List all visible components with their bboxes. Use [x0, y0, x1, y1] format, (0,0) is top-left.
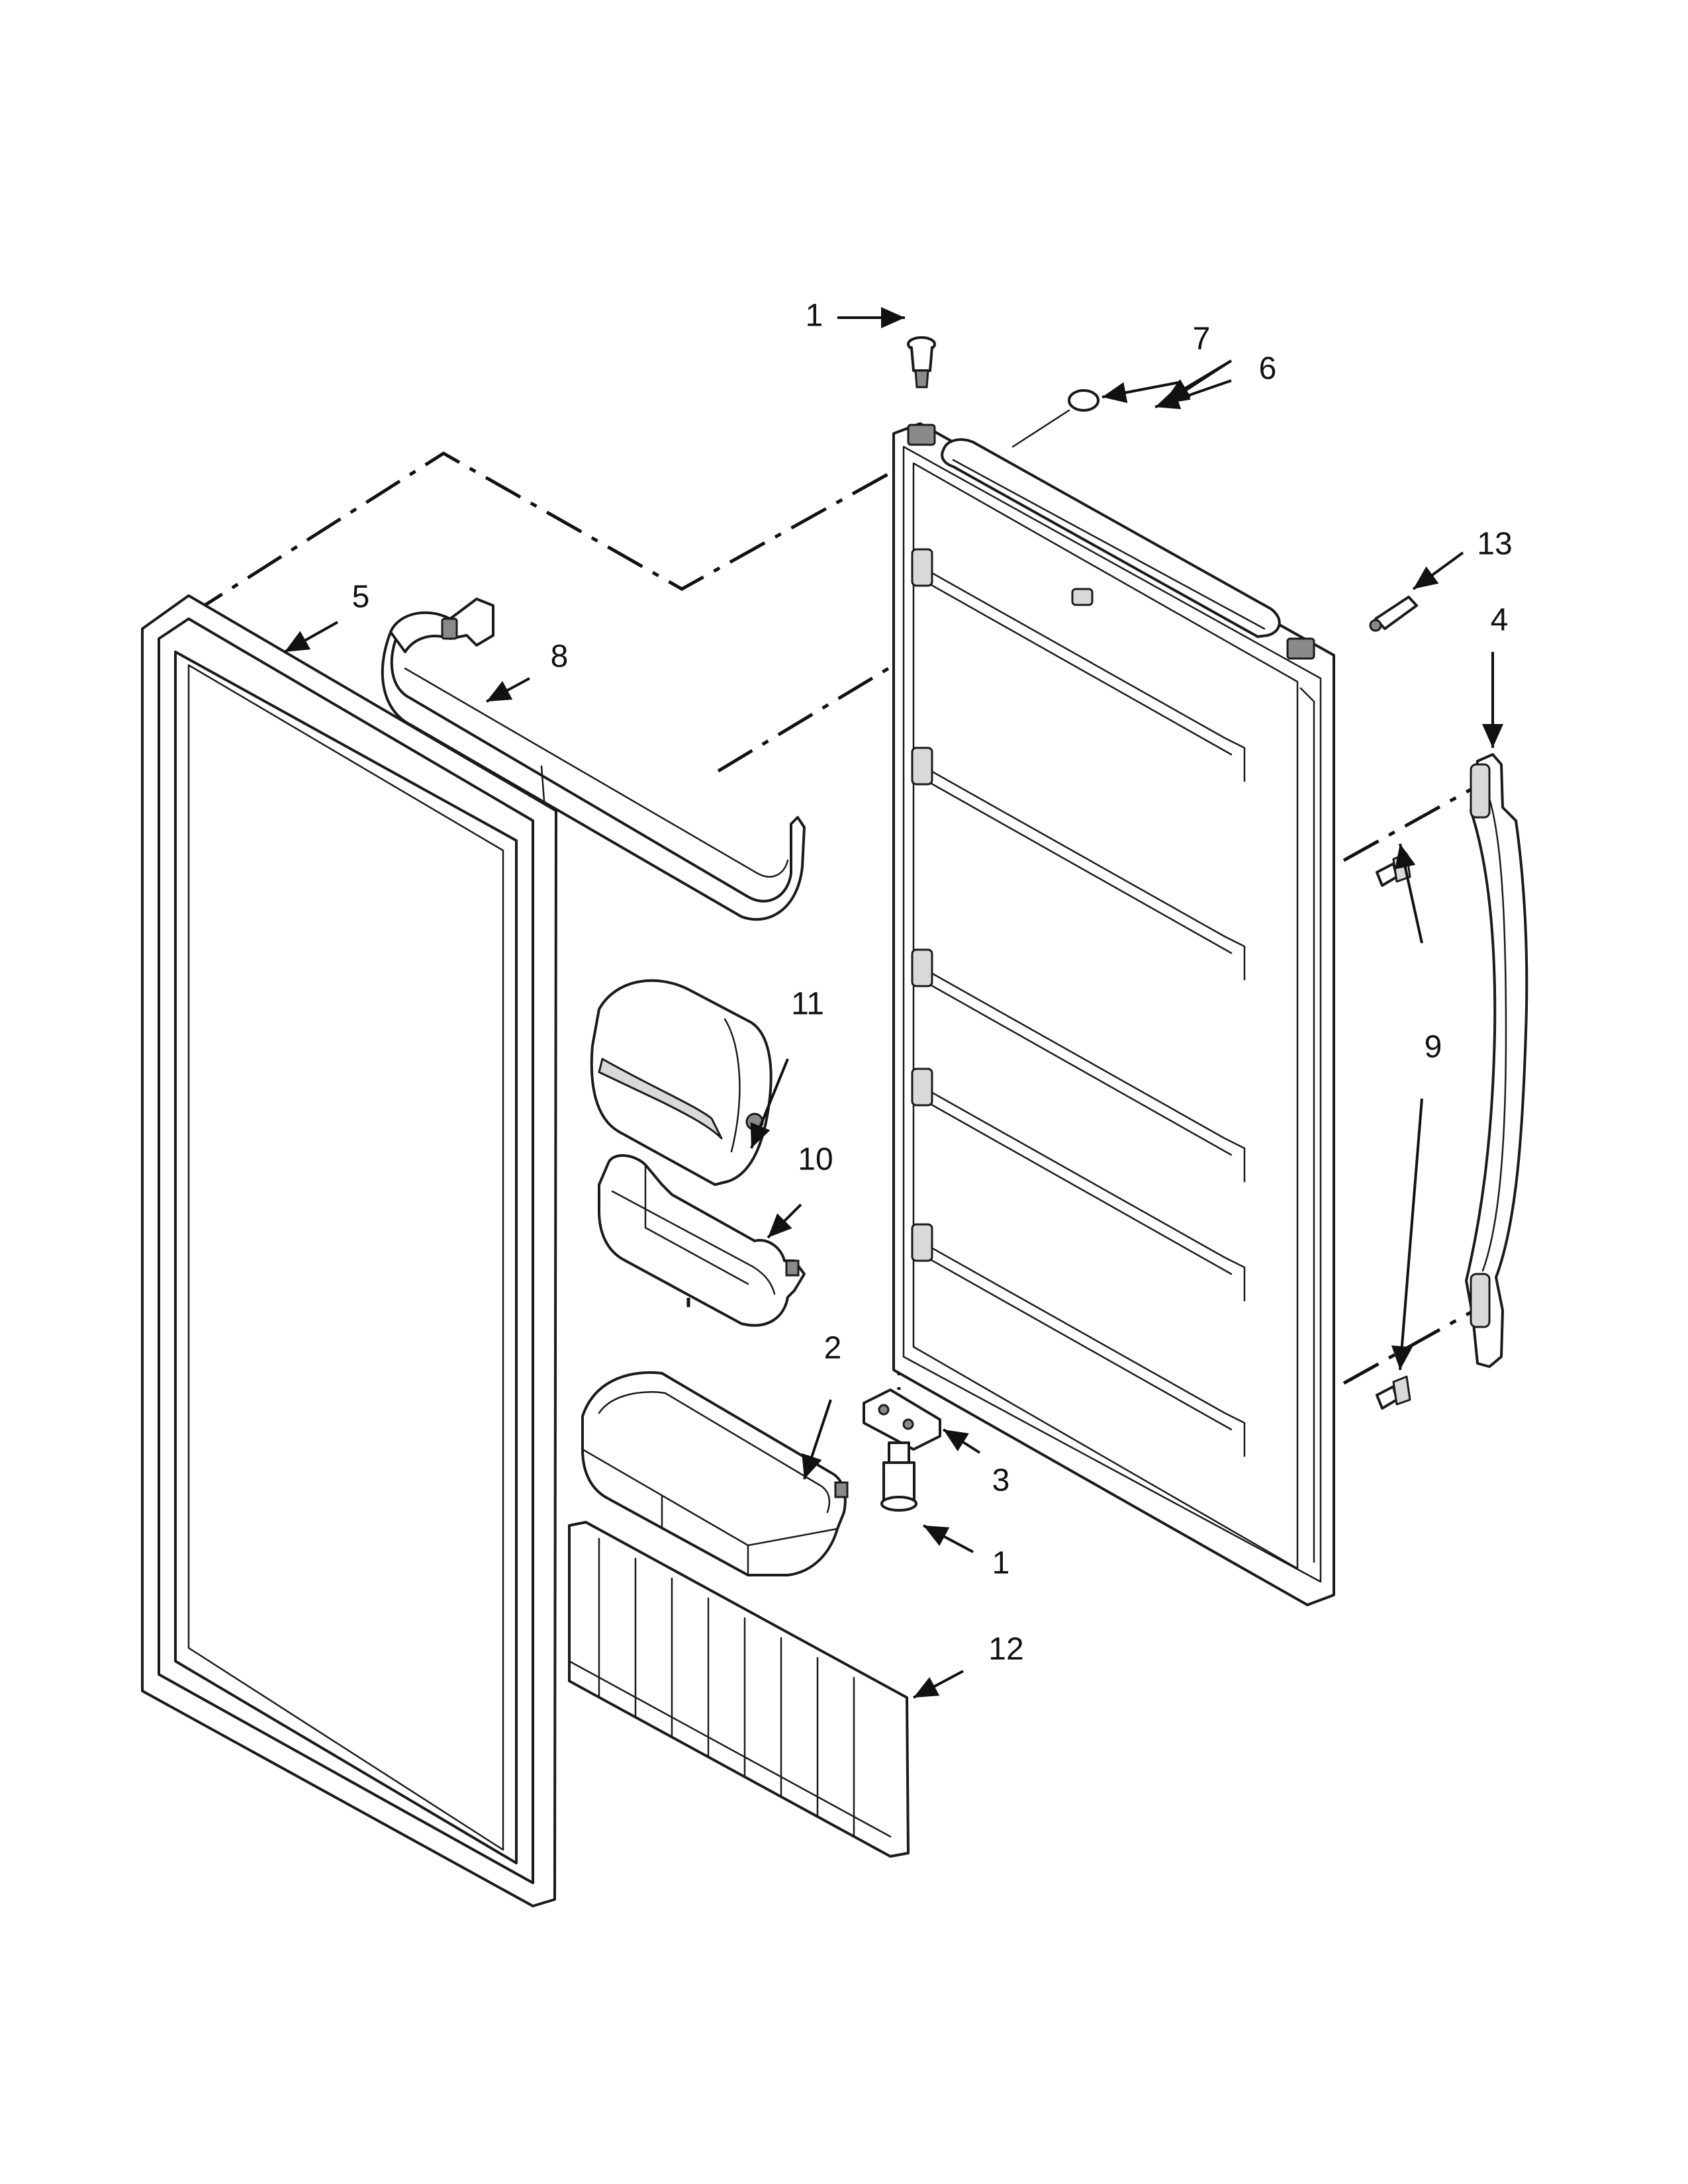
door-handle [1465, 753, 1528, 1368]
o-ring [1011, 389, 1100, 448]
bin-retainer-bar [568, 1521, 910, 1858]
lower-hinge [863, 1388, 941, 1451]
hinge-bushing-bottom [880, 1441, 917, 1512]
callout-1-bottom: 1 [992, 1546, 1010, 1581]
callout-13: 13 [1477, 527, 1512, 562]
door-gasket [141, 594, 557, 1907]
upper-door-bin [381, 598, 806, 921]
door-bin [581, 1371, 849, 1576]
callout-6: 6 [1259, 351, 1277, 387]
callout-10: 10 [798, 1142, 833, 1177]
handle-mount-screws [1376, 852, 1411, 1410]
callout-11: 11 [791, 987, 824, 1022]
callout-7: 7 [1193, 322, 1211, 357]
callout-2: 2 [824, 1331, 842, 1366]
shelf-clips [911, 548, 933, 1262]
dairy-compartment-cover [590, 979, 773, 1186]
callout-5: 5 [352, 580, 370, 615]
callout-1-top: 1 [806, 298, 823, 334]
leader-lines [284, 307, 1503, 1699]
callout-3: 3 [992, 1463, 1010, 1498]
hinge-bushing-top [907, 336, 936, 388]
door-shelves [912, 561, 1246, 1457]
door-top-trim [941, 438, 1281, 638]
callout-9: 9 [1425, 1030, 1442, 1065]
handle-screw-lower [1376, 1375, 1411, 1410]
dairy-compartment-tray [598, 1154, 806, 1327]
callout-8: 8 [551, 639, 569, 674]
callout-12: 12 [988, 1632, 1023, 1667]
callout-numbers: 1 7 6 13 4 5 8 9 11 10 2 3 1 12 [352, 298, 1513, 1667]
handle-set-screw [1369, 596, 1418, 632]
door-assembly [892, 422, 1335, 1606]
callout-4: 4 [1491, 603, 1509, 638]
